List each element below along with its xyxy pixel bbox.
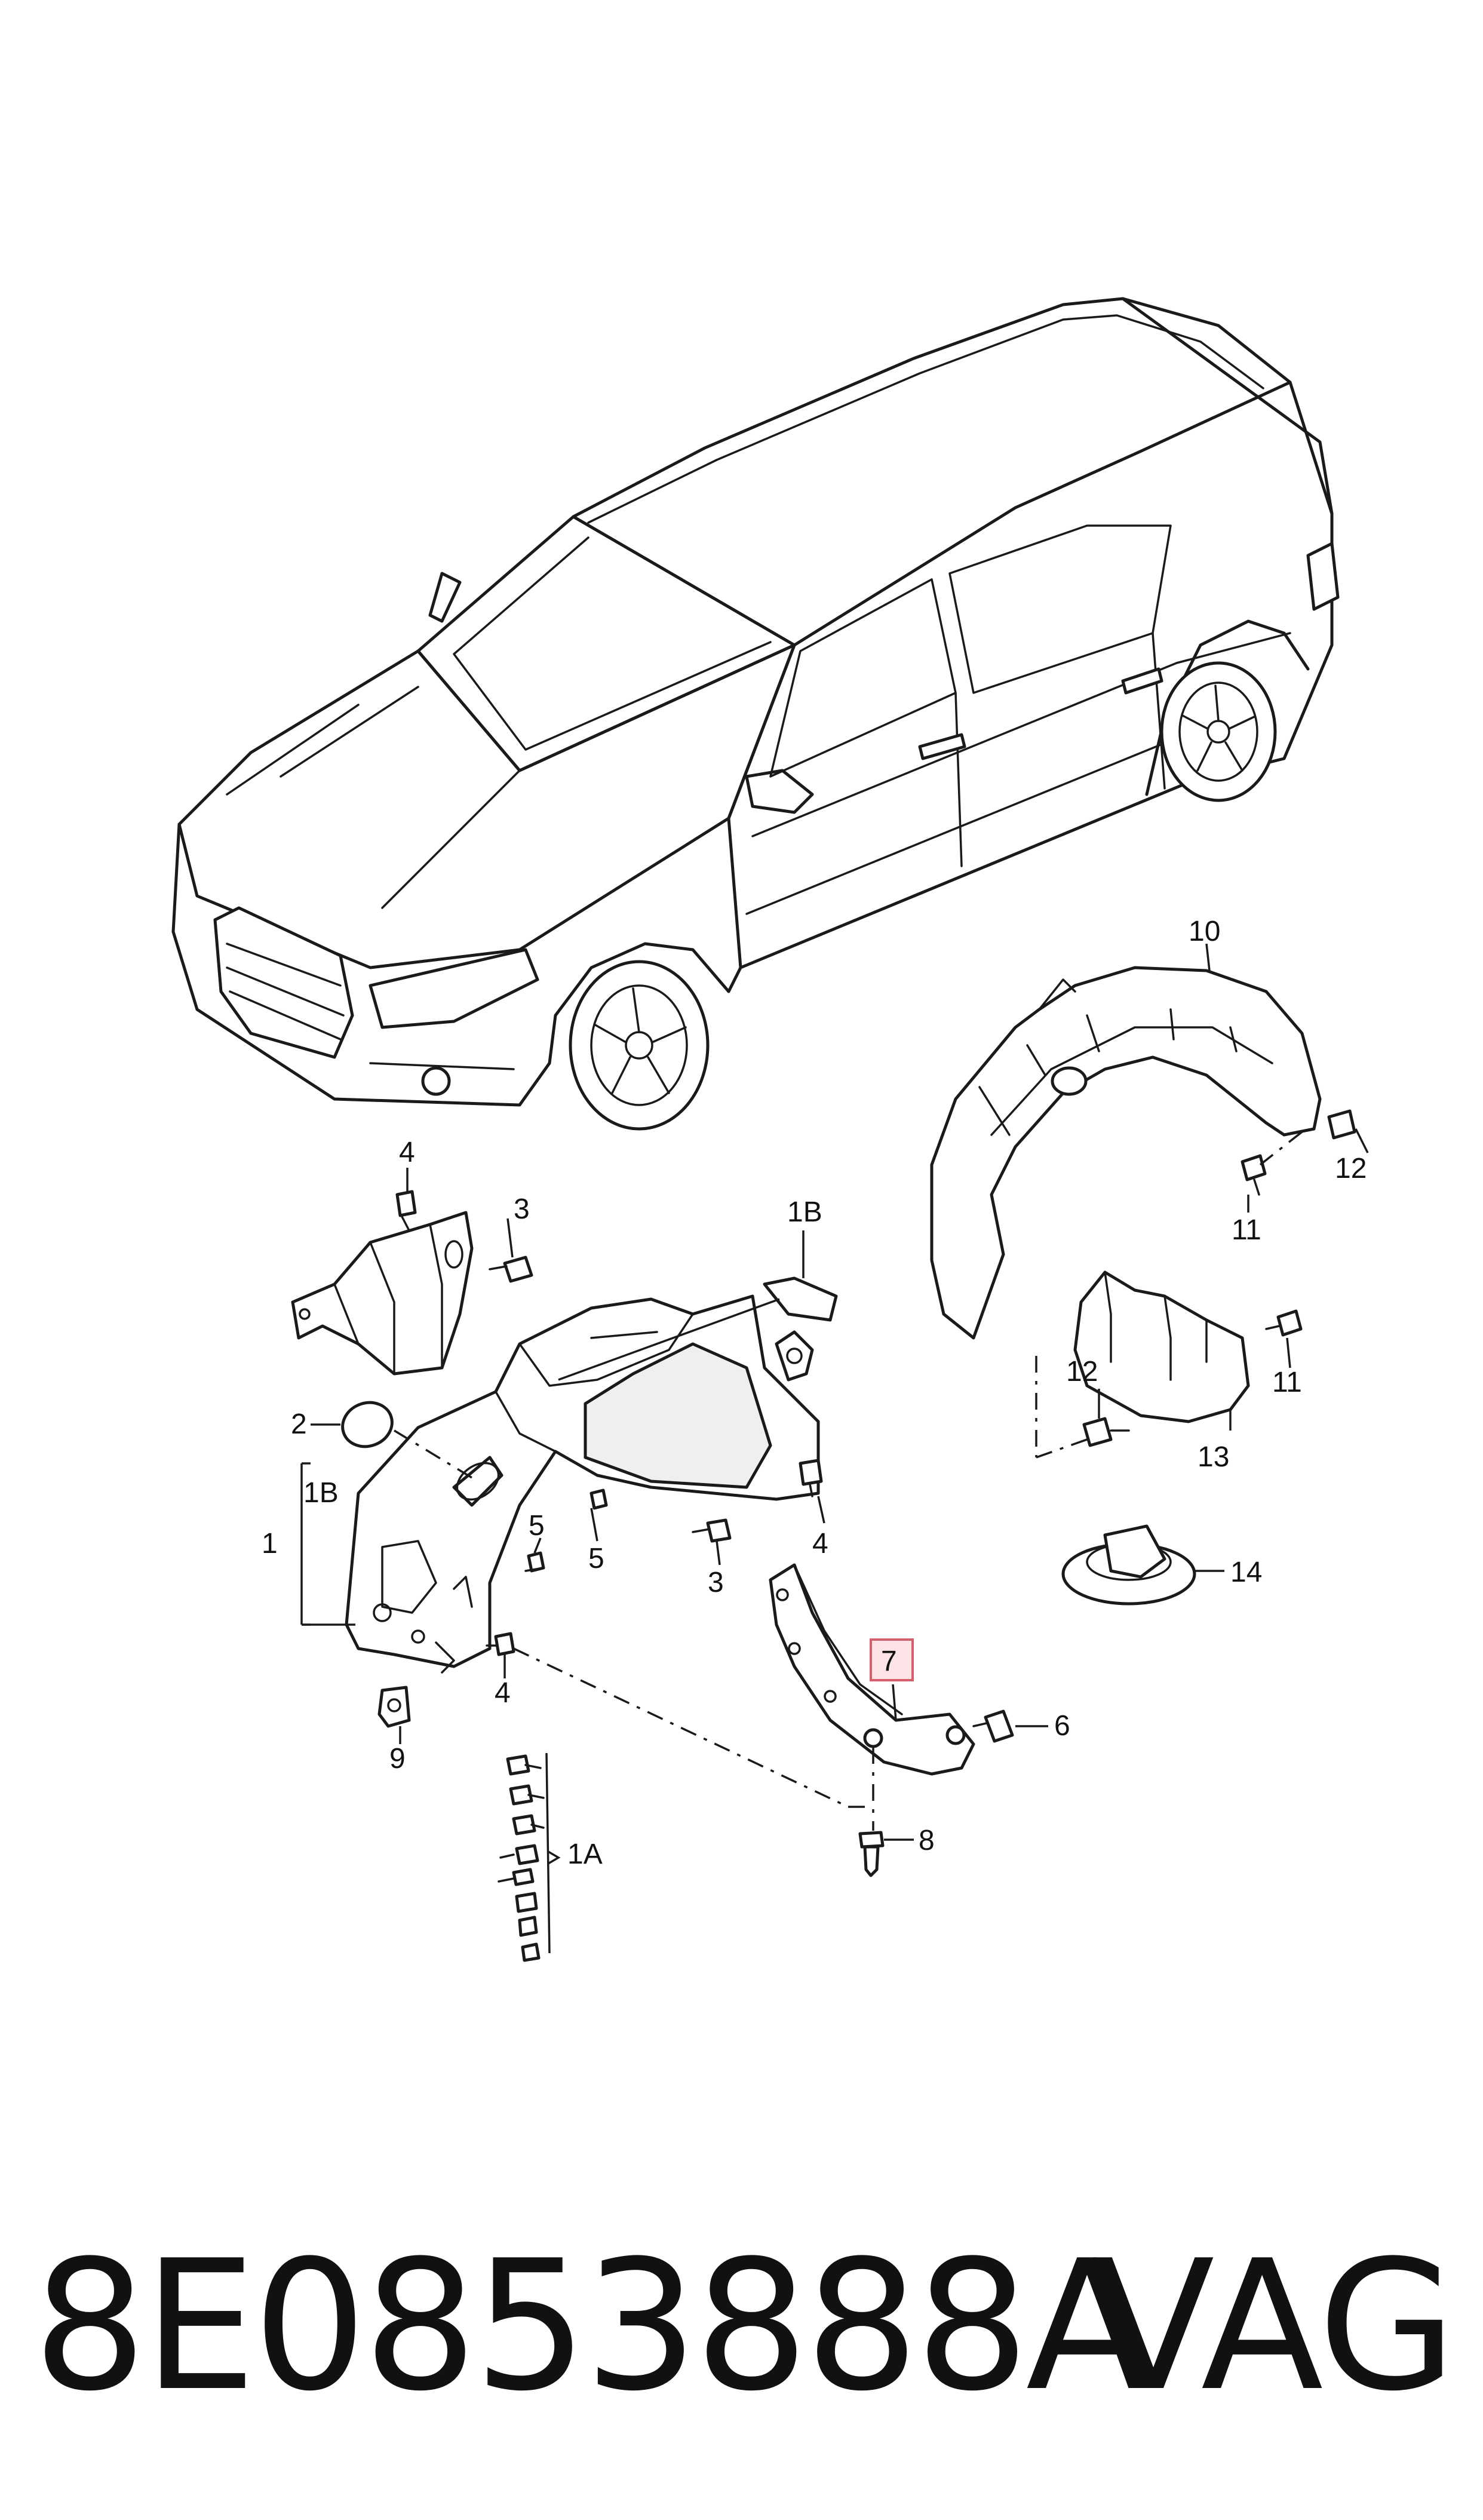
car-illustration [171, 297, 1340, 1131]
callout-7: 7 [881, 1646, 897, 1677]
part-7-liner [769, 1563, 1014, 1877]
callout-10: 10 [1189, 916, 1220, 947]
part-number: 8E0853888A [33, 2222, 1149, 2430]
callout-4-mid: 4 [812, 1528, 828, 1560]
leader-lines [300, 943, 1369, 1954]
callout-13: 13 [1198, 1441, 1229, 1473]
callout-12-bottom: 12 [1066, 1356, 1098, 1388]
brand-name: VAG [1092, 2222, 1457, 2430]
plug-part [341, 1401, 394, 1448]
callout-5-top: 5 [529, 1510, 545, 1542]
callout-4-top: 4 [399, 1137, 415, 1168]
callout-8: 8 [919, 1825, 935, 1856]
callout-1: 1 [262, 1528, 278, 1560]
callout-labels: 1 1A 1B 1B 2 3 3 4 4 4 5 5 6 7 8 9 10 11… [262, 916, 1367, 1870]
callout-4-bottom: 4 [495, 1677, 511, 1709]
callout-2: 2 [291, 1408, 307, 1440]
callout-6: 6 [1054, 1710, 1070, 1742]
callout-12-top: 12 [1335, 1153, 1367, 1184]
callout-9: 9 [389, 1743, 406, 1775]
wheel-housing-liner [345, 1276, 838, 1674]
callout-7-highlight [870, 1638, 914, 1681]
callout-5-bottom: 5 [588, 1543, 604, 1574]
rear-wheel-liner [930, 966, 1356, 1606]
liner-fasteners [377, 1459, 823, 1728]
hardware-set [498, 1754, 545, 1962]
callout-1b-top: 1B [787, 1196, 822, 1228]
callout-1b-left: 1B [303, 1477, 339, 1509]
callout-3-top: 3 [514, 1193, 530, 1225]
callout-11-bottom: 11 [1272, 1367, 1302, 1398]
callout-1a: 1A [567, 1838, 603, 1870]
callout-11-top: 11 [1232, 1214, 1261, 1246]
footer: 8E0853888A VAG [33, 2222, 1457, 2430]
callout-3-bottom: 3 [708, 1567, 724, 1598]
callout-14: 14 [1230, 1557, 1262, 1588]
bracket-part [291, 1190, 533, 1376]
